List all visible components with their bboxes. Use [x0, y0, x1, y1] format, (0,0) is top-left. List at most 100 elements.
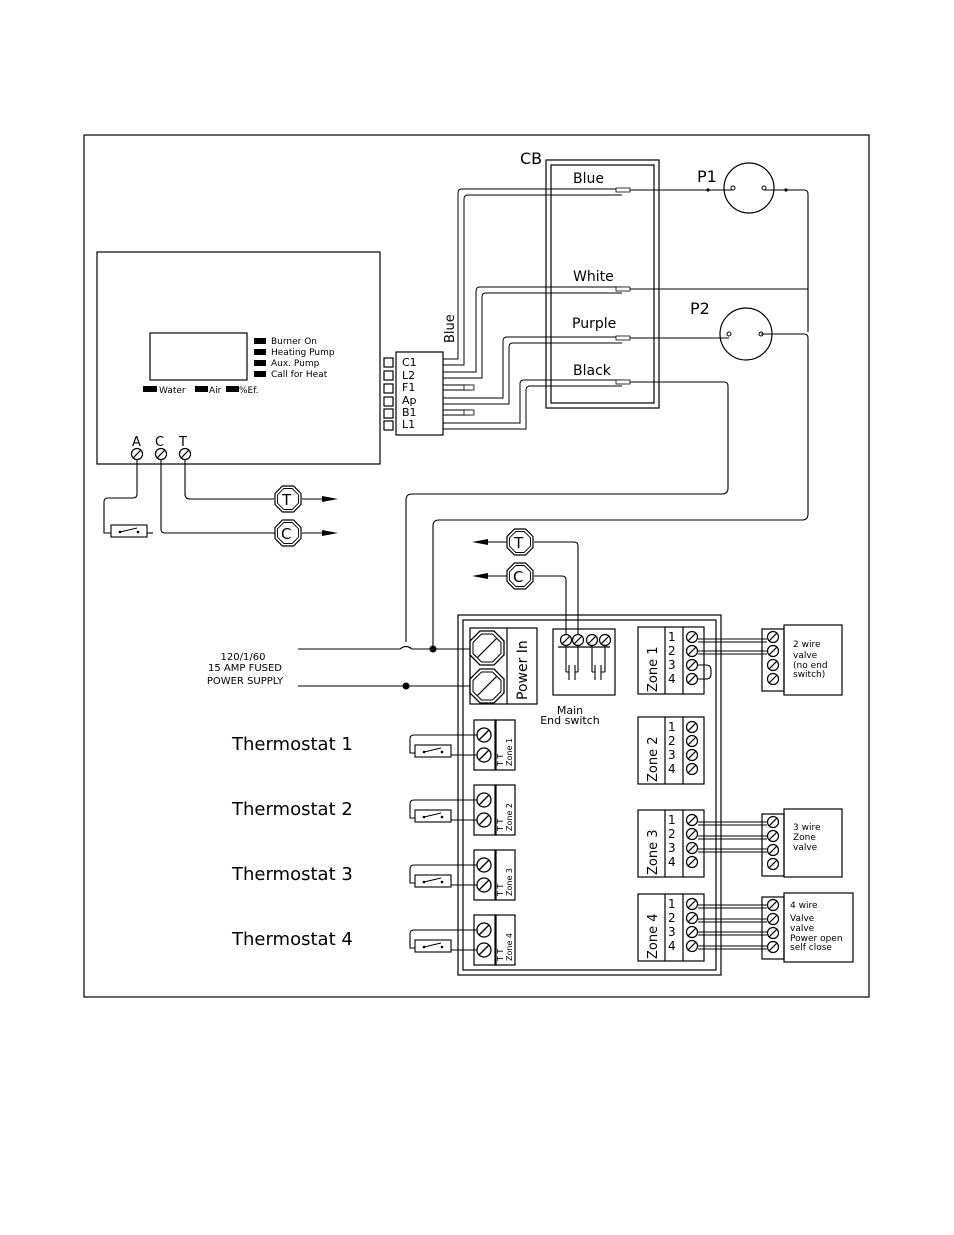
- svg-text:P2: P2: [690, 299, 710, 318]
- status-ef: %Ef.: [239, 386, 259, 396]
- svg-text:C1: C1: [402, 356, 417, 369]
- svg-text:Zone 2: Zone 2: [646, 737, 661, 783]
- power-supply: 120/1/60 15 AMP FUSED POWER SUPPLY: [207, 645, 472, 690]
- svg-text:End switch: End switch: [540, 714, 600, 727]
- terminal-t: [178, 447, 192, 461]
- valve-3-wire: 3 wire Zone valve: [698, 808, 843, 878]
- heating-pump-led: [254, 349, 266, 355]
- status-air: Air: [209, 386, 222, 396]
- svg-text:T T: T T: [496, 884, 505, 897]
- terminal-a: [130, 447, 144, 461]
- aux-pump-led: [254, 360, 266, 366]
- svg-text:2: 2: [668, 911, 676, 925]
- power-in-label: Power In: [515, 640, 531, 700]
- pump-p1: P1: [697, 162, 775, 214]
- control-box: Burner On Heating Pump Aux. Pump Call fo…: [96, 251, 381, 465]
- svg-text:Valve: Valve: [790, 914, 815, 924]
- svg-text:T: T: [513, 534, 524, 552]
- terminal-block: C1 L2 F1 Ap B1 L1: [383, 351, 444, 436]
- svg-text:1: 1: [668, 897, 676, 911]
- zone-output-2: Zone 2 1 2 3 4: [637, 716, 705, 785]
- legend-burner-on: Burner On: [271, 337, 317, 347]
- power-in-block: [469, 627, 538, 705]
- legend-aux-pump: Aux. Pump: [271, 359, 320, 369]
- thermostats: Thermostat 1 Thermostat 2 Thermostat 3 T…: [231, 734, 477, 953]
- svg-text:4: 4: [668, 672, 676, 686]
- zone-tstat-block-1: T T Zone 1: [473, 719, 516, 771]
- svg-text:4: 4: [668, 762, 676, 776]
- terminal-t-label: T: [178, 435, 187, 450]
- svg-text:Zone 4: Zone 4: [505, 933, 514, 961]
- terminal-a-label: A: [132, 435, 141, 450]
- svg-text:Zone 3: Zone 3: [646, 830, 661, 876]
- svg-text:P1: P1: [697, 167, 717, 186]
- burner-on-led: [254, 338, 266, 344]
- svg-text:Zone 2: Zone 2: [505, 803, 514, 831]
- svg-text:self close: self close: [790, 943, 832, 953]
- zone-output-3: Zone 3 1 2 3 4: [637, 809, 705, 878]
- svg-text:T: T: [281, 491, 292, 509]
- legend-call-for-heat: Call for Heat: [271, 370, 328, 380]
- call-for-heat-led: [254, 371, 266, 377]
- act-wiring: T C: [103, 460, 338, 547]
- svg-text:Zone 4: Zone 4: [646, 914, 661, 960]
- display-screen: [149, 332, 248, 381]
- svg-text:C: C: [513, 568, 523, 586]
- svg-text:Zone 1: Zone 1: [505, 738, 514, 766]
- svg-text:2 wire: 2 wire: [793, 640, 821, 650]
- outer-frame: [83, 134, 870, 998]
- svg-text:L1: L1: [402, 418, 415, 431]
- svg-text:3: 3: [668, 925, 676, 939]
- zone-tstat-block-4: T T Zone 4: [473, 914, 516, 966]
- svg-text:T T: T T: [496, 819, 505, 832]
- svg-text:Zone: Zone: [793, 833, 816, 843]
- zone-output-1: Zone 1 1 2 3 4: [637, 626, 705, 695]
- valve-4-wire: 4 wire Valve valve Power open self close: [698, 892, 854, 963]
- svg-text:1: 1: [668, 630, 676, 644]
- svg-text:C: C: [281, 525, 291, 543]
- svg-text:L2: L2: [402, 369, 415, 382]
- svg-text:2: 2: [668, 827, 676, 841]
- svg-text:B1: B1: [402, 406, 417, 419]
- svg-text:3: 3: [668, 841, 676, 855]
- svg-text:4: 4: [668, 855, 676, 869]
- svg-text:3: 3: [668, 748, 676, 762]
- svg-text:(no end: (no end: [793, 661, 828, 671]
- svg-text:1: 1: [668, 813, 676, 827]
- svg-text:4: 4: [668, 939, 676, 953]
- cb-wire-purple: Purple: [572, 316, 616, 332]
- cb-wire-black: Black: [573, 363, 612, 379]
- svg-text:valve: valve: [793, 651, 818, 661]
- svg-text:15 AMP FUSED: 15 AMP FUSED: [208, 663, 282, 674]
- svg-text:Ap: Ap: [402, 394, 417, 407]
- svg-text:Power open: Power open: [790, 934, 843, 944]
- svg-text:valve: valve: [790, 924, 815, 934]
- pump-p2: P2: [690, 299, 773, 361]
- svg-text:valve: valve: [793, 843, 818, 853]
- thermostat-3-label: Thermostat 3: [231, 864, 353, 885]
- svg-text:T T: T T: [496, 754, 505, 767]
- status-water: Water: [159, 386, 186, 396]
- svg-text:T T: T T: [496, 949, 505, 962]
- svg-text:F1: F1: [402, 381, 415, 394]
- svg-text:Zone 3: Zone 3: [505, 868, 514, 896]
- zone-tstat-block-2: T T Zone 2: [473, 784, 516, 836]
- svg-text:Zone 1: Zone 1: [646, 647, 661, 693]
- svg-text:2: 2: [668, 644, 676, 658]
- terminal-c: [154, 447, 168, 461]
- end-switch-block: [552, 628, 616, 696]
- legend-heating-pump: Heating Pump: [271, 348, 335, 358]
- cb-label: CB: [520, 149, 542, 168]
- svg-text:POWER SUPPLY: POWER SUPPLY: [207, 676, 284, 687]
- svg-text:1: 1: [668, 720, 676, 734]
- svg-text:Main: Main: [557, 704, 583, 717]
- valve-2-wire: 2 wire valve (no end switch): [698, 624, 843, 696]
- cb-box: CB Blue White Purple Black: [520, 149, 660, 409]
- relay-tc-symbols: T C: [472, 528, 579, 634]
- svg-text:3 wire: 3 wire: [793, 823, 821, 833]
- svg-text:2: 2: [668, 734, 676, 748]
- zone-tstat-block-3: T T Zone 3: [473, 849, 516, 901]
- terminal-c-label: C: [155, 435, 164, 450]
- thermostat-1-label: Thermostat 1: [231, 734, 353, 755]
